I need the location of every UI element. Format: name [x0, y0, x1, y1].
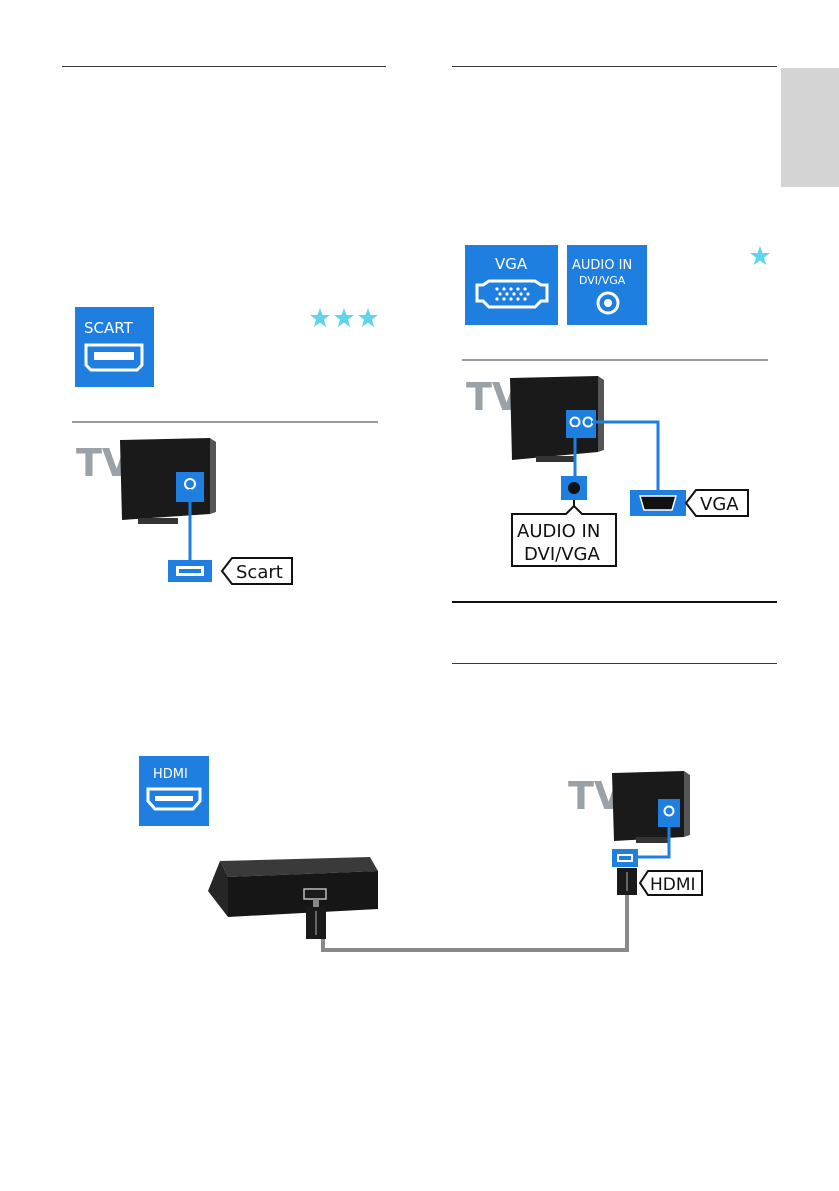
vga-rating-stars	[750, 246, 770, 265]
hdmi-plug-left-icon	[306, 899, 326, 939]
star-icon	[358, 308, 378, 327]
scart-badge: SCART	[75, 307, 154, 387]
tv-icon	[510, 376, 604, 462]
section-rule-hdmi-sub	[452, 663, 777, 664]
star-icon	[334, 308, 354, 327]
scart-cable-label: Scart	[236, 562, 283, 583]
vga-plug-icon	[630, 490, 686, 516]
set-top-box-icon	[208, 857, 378, 917]
scart-plug-icon	[168, 560, 212, 582]
vga-diagram: TV AUDIO IN DVI/VGA VGA	[466, 375, 749, 567]
hdmi-badge-label: HDMI	[153, 767, 188, 782]
scart-port-icon	[84, 343, 144, 372]
audio-tag-line2: DVI/VGA	[524, 544, 600, 565]
hdmi-badge: HDMI	[139, 756, 209, 826]
hdmi-diagram: TV HDMI	[208, 771, 703, 952]
hdmi-cable-label: HDMI	[650, 875, 696, 895]
scart-cable-tag: Scart	[220, 557, 293, 585]
section-rule-top-right	[452, 66, 777, 67]
section-rule-hdmi-heading	[452, 601, 777, 603]
audio-badge-label-line1: AUDIO IN	[572, 258, 632, 273]
audio-cable-tag: AUDIO IN DVI/VGA	[511, 504, 617, 567]
audio-in-badge: AUDIO IN DVI/VGA	[567, 245, 647, 325]
tv-icon	[612, 771, 690, 843]
audio-tag-line1: AUDIO IN	[517, 521, 600, 542]
vga-cable-label: VGA	[700, 494, 739, 515]
star-icon	[310, 308, 330, 327]
scart-rating-stars	[310, 308, 378, 327]
tv-icon	[120, 438, 216, 524]
section-rule-top-left	[62, 66, 386, 67]
diagram-divider-vga	[462, 359, 768, 361]
hdmi-tv-port-icon	[612, 849, 638, 867]
hdmi-cable-tag: HDMI	[638, 870, 703, 896]
hdmi-plug-right-icon	[617, 868, 637, 895]
audio-jack-icon	[596, 291, 620, 315]
vga-badge-label: VGA	[495, 255, 528, 273]
audio-plug-icon	[561, 476, 587, 500]
diagram-divider-scart	[72, 421, 378, 423]
star-icon	[750, 246, 770, 265]
vga-cable-tag: VGA	[684, 489, 749, 517]
hdmi-port-icon	[146, 787, 202, 811]
audio-badge-label-line2: DVI/VGA	[579, 274, 626, 287]
scart-diagram: TV Scart	[76, 438, 293, 585]
vga-badge: VGA	[465, 245, 558, 325]
scart-badge-label: SCART	[84, 319, 134, 337]
vga-port-icon	[475, 279, 549, 309]
chapter-tab	[781, 68, 839, 187]
